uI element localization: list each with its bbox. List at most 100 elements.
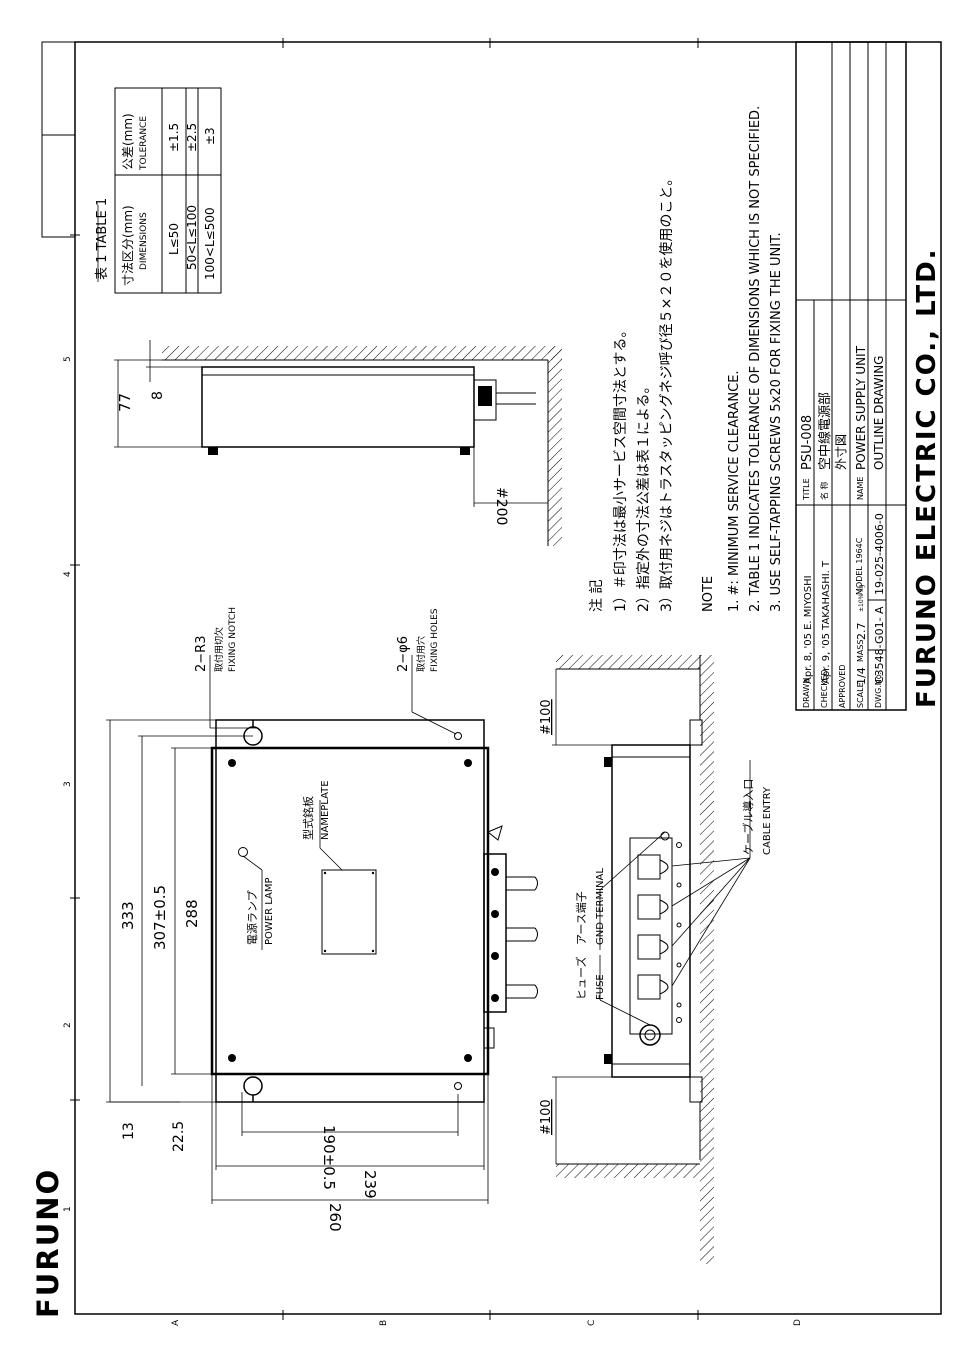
top-view-cover — [210, 746, 490, 1076]
border-col-4: 4 — [63, 571, 73, 577]
notes: 注 記 1）＃印寸法は最小サービス空間寸法とする。 2）指定外の寸法公差は表１に… — [588, 106, 784, 612]
dim-8: 8 — [150, 391, 166, 400]
tb-name-en: POWER SUPPLY UNIT — [854, 345, 868, 470]
tb-scale: 1/4 — [855, 667, 868, 685]
border-row-b: B — [379, 1320, 389, 1326]
border-col-2: 2 — [63, 1022, 73, 1028]
clearance-200: #200 — [493, 487, 509, 525]
table-row3-tol: ±3 — [203, 127, 217, 145]
mount-surface-hatch — [700, 655, 714, 1102]
title-block — [795, 41, 907, 711]
fuse-holder — [639, 1024, 661, 1046]
cable-label-jp: ケーブル導入口 — [741, 779, 755, 855]
top-view-dimensions: 333 307±0.5 288 13 22.5 190±0.5 239 260 — [106, 719, 489, 1232]
notes-en-3: 3. USE SELF-TAPPING SCREWS 5x20 FOR FIXI… — [769, 232, 784, 612]
tb-drawn-label: DRAWN — [802, 678, 811, 708]
border-col-1: 1 — [63, 1206, 73, 1212]
tb-dwg: C3548-G01- A — [873, 606, 886, 684]
nameplate-label-en: NAMEPLATE — [320, 780, 331, 840]
tb-checked-label: CHECKED — [820, 669, 829, 708]
table-row1-dim: L≤50 — [167, 223, 181, 255]
gnd-terminal — [660, 831, 670, 841]
lamp-label-jp: 電源ランプ — [245, 890, 259, 945]
clearance-100-top: #100 — [539, 699, 554, 735]
terminal-block — [483, 853, 507, 1013]
tb-title-label: TITLE — [802, 478, 811, 501]
title-block-text: DRAWN Apr. 8, '05 E. MIYOSHI CHECKED Apr… — [800, 345, 886, 708]
border-row-c: C — [587, 1320, 597, 1326]
dim-307: 307±0.5 — [151, 885, 169, 950]
table-col2-jp: 公差(mm) — [121, 113, 135, 170]
dim-239: 239 — [361, 1170, 379, 1199]
notch-label-3: FIXING NOTCH — [228, 607, 238, 672]
connector-panel — [629, 837, 673, 1035]
border-col-5: 5 — [63, 356, 73, 362]
notch-label-1: 2−R3 — [194, 636, 209, 672]
clearance-100-bottom: #100 — [539, 1099, 554, 1135]
front-view-body — [611, 744, 691, 1078]
notch-label-2: 取付用切欠 — [213, 627, 225, 672]
table-col1-jp: 寸法区分(mm) — [121, 205, 135, 286]
border-col-3: 3 — [63, 781, 73, 787]
tb-scale-label: SCALE — [856, 682, 865, 708]
border-row-a: A — [171, 1319, 181, 1326]
power-lamp — [238, 847, 248, 857]
holes-label-1: 2−φ6 — [396, 636, 411, 672]
table-title: 表 1 TABLE 1 — [95, 198, 110, 280]
tb-dwg-label: DWG.No. — [874, 672, 883, 708]
sheet-border — [41, 38, 942, 1320]
table-row1-tol: ±1.5 — [167, 123, 181, 152]
holes-label-3: FIXING HOLES — [430, 608, 440, 672]
dim-77: 77 — [116, 393, 134, 412]
front-view — [556, 655, 714, 1264]
table-row2-dim: 50<L≤100 — [185, 205, 199, 270]
fuse-label-jp: ヒューズ — [574, 957, 588, 1000]
nameplate — [321, 869, 377, 955]
table-col1-en: DIMENSIONS — [139, 212, 149, 270]
holes-label-2: 取付用穴 — [415, 636, 427, 672]
tb-checked: Apr. 9, '05 TAKAHASHI. T — [821, 560, 832, 684]
side-view-body — [201, 366, 475, 448]
company-name: FURUNO ELECTRIC CO., LTD. — [912, 247, 942, 708]
dim-333: 333 — [119, 901, 137, 930]
notes-jp-1: 1）＃印寸法は最小サービス空間寸法とする。 — [613, 324, 629, 613]
furuno-logo: FURUNO — [31, 1168, 65, 1318]
top-view — [210, 719, 538, 1103]
tb-drawn: Apr. 8, '05 E. MIYOSHI — [803, 575, 814, 684]
tb-drawing-en: OUTLINE DRAWING — [872, 356, 886, 470]
notes-jp-heading: 注 記 — [588, 580, 605, 612]
table-row2-tol: ±2.5 — [185, 123, 199, 152]
tb-mass: 2.7 — [855, 623, 868, 641]
dim-22-5: 22.5 — [171, 1121, 187, 1152]
tb-name-jp: 空中線電源部 — [817, 392, 833, 470]
tb-ref: 19-025-4006-0 — [873, 513, 886, 595]
side-view-dimensions: 77 8 #200 — [114, 340, 548, 525]
tolerance-table: 表 1 TABLE 1 寸法区分(mm) DIMENSIONS 公差(mm) T… — [95, 87, 222, 294]
fuse-label-en: FUSE — [595, 974, 606, 1000]
notes-jp-2: 2）指定外の寸法公差は表１による。 — [636, 380, 652, 613]
tb-mass-unit: ±10% kg — [858, 584, 865, 612]
dim-288: 288 — [183, 899, 201, 928]
tb-mass-label: MASS — [856, 639, 865, 662]
tb-title: PSU-008 — [800, 415, 815, 470]
dim-260: 260 — [326, 1203, 344, 1232]
tb-model: MODEL 1964C — [855, 537, 864, 595]
notes-en-1: 1. #: MINIMUM SERVICE CLEARANCE. — [727, 370, 742, 612]
notes-en-2: 2. TABLE 1 INDICATES TOLERANCE OF DIMENS… — [748, 106, 763, 612]
front-view-callouts: #100 #100 ヒューズ FUSE アース端子 GND TERMINAL ケ… — [539, 669, 773, 1164]
gnd-label-en: GND TERMINAL — [595, 868, 606, 945]
notes-en-heading: NOTE — [701, 576, 716, 612]
lamp-label-en: POWER LAMP — [264, 877, 275, 945]
dim-13: 13 — [121, 1122, 137, 1140]
top-view-callouts: 2−R3 取付用切欠 FIXING NOTCH 2−φ6 取付用穴 FIXING… — [194, 607, 457, 950]
notes-jp-3: 3）取付用ネジはトラスタッピングネジ呼び径５×２０を使用のこと。 — [658, 172, 675, 612]
tb-name-label-jp: 名 称 — [819, 481, 829, 500]
side-view — [162, 346, 562, 546]
table-col2-en: TOLERANCE — [139, 116, 149, 171]
dim-190: 190±0.5 — [320, 1125, 338, 1190]
gnd-label-jp: アース端子 — [575, 891, 588, 945]
nameplate-label-jp: 型式銘板 — [301, 796, 315, 840]
table-row3-dim: 100<L≤500 — [203, 207, 217, 280]
